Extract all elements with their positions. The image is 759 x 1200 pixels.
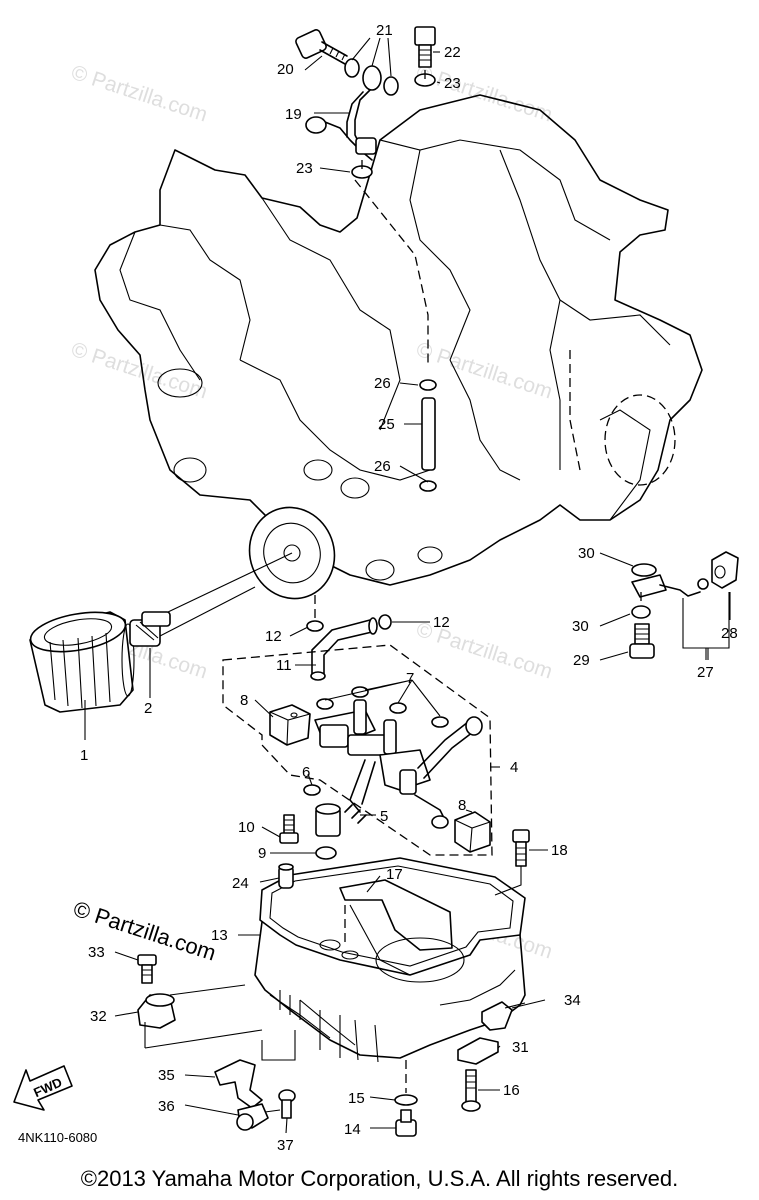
callout-label: 4 — [510, 759, 518, 776]
union-bolt-2 — [129, 611, 171, 647]
callout-label: 21 — [376, 22, 393, 39]
callout-label: 26 — [374, 375, 391, 392]
callout-label: 8 — [240, 692, 248, 709]
drain-bolt-14 — [395, 1109, 417, 1137]
o-ring-7c — [389, 702, 407, 714]
callout-numbers: 1 2 4 5 6 7 8 8 9 10 11 12 12 13 14 15 1… — [80, 22, 738, 1154]
callout-label: 13 — [211, 927, 228, 944]
drawing-code: 4NK110-6080 — [18, 1130, 97, 1145]
damper-8-left — [269, 704, 311, 746]
callout-label: 16 — [503, 1082, 520, 1099]
oil-pipe-assembly-4 — [222, 644, 493, 860]
callout-label: 20 — [277, 61, 294, 78]
union-bolt-20 — [295, 29, 348, 65]
o-ring-12-right — [378, 614, 392, 630]
callout-label: 24 — [232, 875, 249, 892]
o-ring-7d — [431, 716, 449, 728]
o-ring-26-upper — [419, 379, 437, 391]
cover-31 — [457, 1037, 499, 1065]
oil-pan — [254, 829, 530, 1137]
callout-label: 37 — [277, 1137, 294, 1154]
o-ring-5 — [344, 804, 367, 824]
callout-label: 23 — [296, 160, 313, 177]
engine-crankcase — [94, 94, 703, 600]
gasket-30-upper — [631, 563, 657, 577]
bracket-35 — [214, 1059, 263, 1109]
oil-pressure-switch-parts — [629, 551, 739, 660]
callout-label: 29 — [573, 652, 590, 669]
forward-direction-arrow: FWD — [13, 1065, 73, 1111]
callout-label: 34 — [564, 992, 581, 1009]
collar-9 — [315, 846, 337, 860]
clamp-34 — [481, 1001, 513, 1031]
o-ring-12-left — [306, 620, 324, 632]
gasket-21a — [344, 58, 360, 78]
callout-label: 23 — [444, 75, 461, 92]
callout-label: 31 — [512, 1039, 529, 1056]
copyright-notice: ©2013 Yamaha Motor Corporation, U.S.A. A… — [80, 1166, 679, 1191]
callout-label: 18 — [551, 842, 568, 859]
leader-lines — [84, 37, 731, 1134]
oil-pipe-25 — [419, 379, 437, 492]
o-ring-6 — [303, 784, 321, 796]
switch-29 — [629, 623, 655, 659]
callout-label: 14 — [344, 1121, 361, 1138]
callout-label: 2 — [144, 700, 152, 717]
callout-label: 12 — [433, 614, 450, 631]
callout-label: 15 — [348, 1090, 365, 1107]
callout-label: 5 — [380, 808, 388, 825]
o-ring-26-lower — [419, 480, 437, 492]
callout-label: 30 — [572, 618, 589, 635]
callout-label: 1 — [80, 747, 88, 764]
callout-label: 36 — [158, 1098, 175, 1115]
baffle-plate-17 — [339, 879, 453, 951]
gasket-15 — [394, 1094, 418, 1106]
oil-filter-1 — [29, 611, 135, 713]
callout-label: 22 — [444, 44, 461, 61]
bolt-18 — [512, 829, 530, 867]
callout-label: 8 — [458, 797, 466, 814]
callout-label: 7 — [406, 670, 414, 687]
gasket-21c — [383, 76, 399, 96]
callout-label: 27 — [697, 664, 714, 681]
watermark-text: © Partzilla.com — [413, 338, 555, 404]
callout-label: 25 — [378, 416, 395, 433]
callout-label: 12 — [265, 628, 282, 645]
gasket-30-lower — [631, 605, 651, 619]
callout-label: 9 — [258, 845, 266, 862]
callout-label: 11 — [276, 657, 292, 674]
watermark-text: © Partzilla.com — [413, 61, 555, 127]
callout-label: 28 — [721, 625, 738, 642]
callout-label: 35 — [158, 1067, 175, 1084]
callout-label: 10 — [238, 819, 255, 836]
bolt-22 — [414, 26, 436, 68]
callout-label: 6 — [302, 764, 310, 781]
o-ring-7a — [316, 698, 334, 710]
bolt-37 — [278, 1089, 296, 1119]
watermark-text: © Partzilla.com — [68, 61, 210, 127]
damper-8-right — [454, 811, 491, 853]
bolt-10 — [279, 814, 299, 844]
bolt-33 — [137, 954, 157, 984]
callout-label: 26 — [374, 458, 391, 475]
callout-label: 19 — [285, 106, 302, 123]
callout-label: 30 — [578, 545, 595, 562]
oil-delivery-pipe-assembly — [295, 26, 436, 179]
callout-label: 32 — [90, 1008, 107, 1025]
callout-label: 33 — [88, 944, 105, 961]
callout-label: 17 — [386, 866, 403, 883]
oil-hose-11 — [306, 595, 392, 681]
bolt-16 — [461, 1069, 481, 1112]
gasket-21b — [362, 65, 382, 91]
